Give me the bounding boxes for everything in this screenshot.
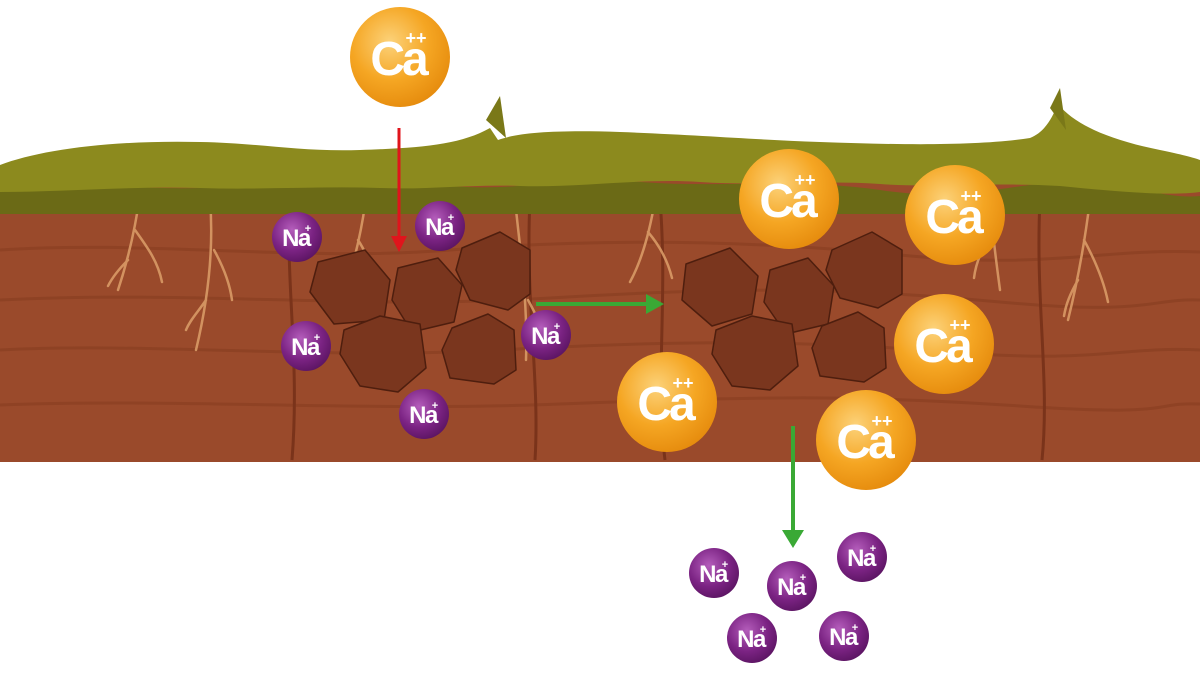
calcium-ion: Ca++ [617, 352, 717, 452]
sodium-charge: + [448, 212, 454, 224]
sodium-ion-circle [521, 310, 571, 360]
sodium-symbol: Na [291, 334, 321, 361]
calcium-ion-circle [905, 165, 1005, 265]
sodium-ion: Na+ [399, 389, 449, 439]
soil-block [0, 180, 1200, 462]
sodium-ion: Na+ [415, 201, 465, 251]
sodium-ion-circle [399, 389, 449, 439]
soil-aggregate [339, 315, 427, 393]
calcium-ion-circle [894, 294, 994, 394]
sodium-charge: + [432, 400, 438, 412]
sodium-ion-leached: Na+ [727, 613, 777, 663]
sodium-ion: Na+ [521, 310, 571, 360]
sodium-ion: Na+ [281, 321, 331, 371]
sodium-ion-leached: Na+ [689, 548, 739, 598]
grass-blade-left [486, 96, 506, 138]
soil-aggregate [391, 257, 463, 333]
calcium-symbol: Ca [914, 320, 973, 373]
calcium-ion: Ca++ [739, 149, 839, 249]
sodium-symbol: Na [829, 624, 859, 651]
calcium-ion: Ca++ [816, 390, 916, 490]
calcium-charge: ++ [871, 411, 892, 431]
exchange-arrow [536, 294, 664, 314]
sodium-charge: + [722, 559, 728, 571]
soil-aggregate [811, 311, 887, 383]
aggregate-cluster-right [681, 231, 903, 391]
sodium-ion: Na+ [272, 212, 322, 262]
sodium-symbol: Na [847, 545, 877, 572]
soil-aggregate [825, 231, 903, 309]
sodium-symbol: Na [777, 574, 807, 601]
soil-aggregate [681, 247, 759, 327]
calcium-ion: Ca++ [894, 294, 994, 394]
calcium-input-arrow [391, 128, 407, 252]
soil-aggregate [711, 315, 799, 391]
sodium-ion-circle [281, 321, 331, 371]
sodium-charge: + [800, 572, 806, 584]
calcium-charge: ++ [794, 170, 815, 190]
calcium-symbol: Ca [836, 416, 895, 469]
calcium-symbol: Ca [925, 191, 984, 244]
sodium-ion-circle [272, 212, 322, 262]
calcium-charge: ++ [405, 28, 426, 48]
leaching-arrow [782, 426, 804, 548]
sodium-symbol: Na [409, 402, 439, 429]
calcium-charge: ++ [949, 315, 970, 335]
sodium-symbol: Na [531, 323, 561, 350]
grass-layer [0, 88, 1200, 214]
calcium-ion-circle [350, 7, 450, 107]
sodium-ion-circle [819, 611, 869, 661]
sodium-ion-leached: Na+ [819, 611, 869, 661]
sodium-charge: + [314, 332, 320, 344]
sodium-ion-circle [727, 613, 777, 663]
sodium-symbol: Na [282, 225, 312, 252]
calcium-ion-incoming: Ca++ [350, 7, 450, 107]
sodium-symbol: Na [699, 561, 729, 588]
sodium-charge: + [870, 543, 876, 555]
calcium-charge: ++ [960, 186, 981, 206]
sodium-charge: + [852, 622, 858, 634]
sodium-ion-circle [767, 561, 817, 611]
calcium-ion-circle [739, 149, 839, 249]
calcium-ion-circle [816, 390, 916, 490]
sodium-charge: + [554, 321, 560, 333]
sodium-ion-circle [415, 201, 465, 251]
soil-aggregate [455, 231, 531, 311]
sodium-ion-leached: Na+ [767, 561, 817, 611]
calcium-symbol: Ca [637, 378, 696, 431]
sodium-symbol: Na [737, 626, 767, 653]
sodium-charge: + [305, 223, 311, 235]
aggregate-cluster-left [309, 231, 531, 393]
soil-aggregate [441, 313, 517, 385]
ions-layer: Ca++Ca++Ca++Ca++Ca++Ca++Na+Na+Na+Na+Na+N… [272, 7, 1005, 663]
calcium-symbol: Ca [370, 33, 429, 86]
calcium-ion: Ca++ [905, 165, 1005, 265]
soil-layer [0, 180, 1200, 462]
sodium-symbol: Na [425, 214, 455, 241]
sodium-charge: + [760, 624, 766, 636]
calcium-symbol: Ca [759, 175, 818, 228]
grass-blade-right [1050, 88, 1066, 130]
grass-dark-band [0, 180, 1200, 214]
calcium-charge: ++ [672, 373, 693, 393]
grass-main [0, 104, 1200, 194]
sodium-ion-circle [837, 532, 887, 582]
soil-strata [0, 240, 1200, 412]
calcium-ion-circle [617, 352, 717, 452]
sodium-ion-leached: Na+ [837, 532, 887, 582]
sodium-ion-circle [689, 548, 739, 598]
